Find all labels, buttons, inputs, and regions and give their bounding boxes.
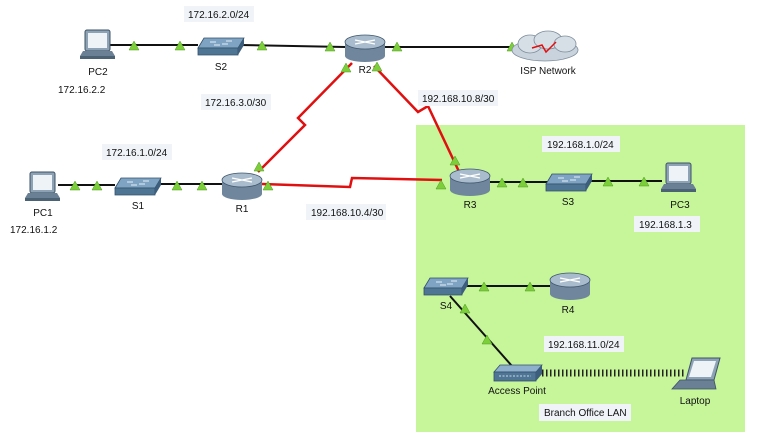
laptop-device[interactable]: Laptop — [671, 357, 721, 407]
switch-icon — [545, 173, 593, 192]
branch-office-label: Branch Office LAN — [539, 404, 631, 421]
serial-link-r1-r3[interactable] — [261, 176, 443, 189]
svg-text:192.168.10.8/30: 192.168.10.8/30 — [422, 94, 495, 105]
link-up-indicator — [449, 155, 461, 166]
r3-label: R3 — [464, 200, 477, 211]
pc3-device[interactable]: PC3 — [661, 162, 696, 211]
pc2-device[interactable]: PC2 — [80, 29, 115, 78]
link-up-indicator — [435, 179, 447, 190]
link-up-indicators — [69, 40, 650, 345]
link-up-indicator — [174, 40, 186, 51]
link-up-indicator — [324, 41, 336, 52]
ethernet-links — [58, 44, 662, 367]
link-up-indicator — [524, 281, 536, 292]
link-up-indicator — [638, 176, 650, 187]
s1-device[interactable]: S1 — [114, 177, 162, 212]
network-label-192-168-10-8: 192.168.10.8/30 — [418, 90, 498, 106]
link-up-indicator — [91, 180, 103, 191]
pc3-label: PC3 — [670, 200, 690, 211]
link-up-indicator — [481, 334, 493, 345]
network-label-172-16-3-0: 172.16.3.0/30 — [201, 94, 271, 110]
link-up-indicator — [196, 180, 208, 191]
switch-icon — [423, 277, 469, 296]
laptop-icon — [671, 357, 721, 390]
r3-device[interactable]: R3 — [449, 168, 491, 211]
link-up-indicator — [340, 62, 352, 73]
network-label-172-16-1-0: 172.16.1.0/24 — [102, 144, 172, 160]
serial-link-r1-r2[interactable] — [257, 62, 353, 173]
isp-network-label: ISP Network — [520, 66, 576, 77]
svg-text:192.168.1.3: 192.168.1.3 — [639, 220, 692, 231]
link-up-indicator — [517, 177, 529, 188]
laptop-label: Laptop — [680, 396, 711, 407]
router-icon — [221, 172, 263, 200]
s2-device[interactable]: S2 — [197, 37, 245, 73]
r4-label: R4 — [562, 305, 575, 316]
link-up-indicator — [371, 61, 383, 72]
link-up-indicator — [496, 177, 508, 188]
link-up-indicator — [128, 40, 140, 51]
network-label-192-168-10-4: 192.168.10.4/30 — [306, 204, 386, 220]
switch-icon — [114, 177, 162, 196]
isp-network-device[interactable]: ISP Network — [511, 30, 579, 77]
link-up-indicator — [478, 281, 490, 292]
network-label-172-16-2-0: 172.16.2.0/24 — [184, 6, 254, 22]
link-up-indicator — [256, 40, 268, 51]
r4-device[interactable]: R4 — [549, 272, 591, 316]
serial-link-r2-r3[interactable] — [373, 65, 464, 179]
desktop-pc-icon — [25, 171, 60, 201]
access-point-device[interactable]: Access Point — [488, 364, 546, 397]
s1-label: S1 — [132, 201, 145, 212]
serial-links — [257, 62, 464, 189]
pc2-label: PC2 — [88, 67, 108, 78]
s3-label: S3 — [562, 197, 575, 208]
pc1-ip-label: 172.16.1.2 — [10, 225, 58, 236]
network-label-192-168-1-0: 192.168.1.0/24 — [542, 136, 620, 152]
network-label-192-168-11-0: 192.168.11.0/24 — [544, 336, 624, 352]
r2-label: R2 — [359, 65, 372, 76]
svg-text:192.168.10.4/30: 192.168.10.4/30 — [311, 208, 384, 219]
s3-device[interactable]: S3 — [545, 173, 593, 208]
link-up-indicator — [602, 176, 614, 187]
link-up-indicator — [69, 180, 81, 191]
svg-text:Branch Office LAN: Branch Office LAN — [544, 408, 627, 419]
s2-label: S2 — [215, 62, 228, 73]
svg-text:192.168.11.0/24: 192.168.11.0/24 — [548, 340, 620, 351]
link-up-indicator — [391, 41, 403, 52]
s4-device[interactable]: S4 — [423, 277, 469, 312]
r1-device[interactable]: R1 — [221, 172, 263, 215]
svg-text:172.16.2.0/24: 172.16.2.0/24 — [188, 10, 250, 21]
pc3-ip-label: 192.168.1.3 — [634, 216, 700, 232]
s4-label: S4 — [440, 301, 453, 312]
access-point-icon — [493, 364, 543, 382]
router-icon — [449, 168, 491, 196]
pc1-label: PC1 — [33, 208, 53, 219]
link-up-indicator — [459, 303, 471, 314]
switch-icon — [197, 37, 245, 56]
desktop-pc-icon — [80, 29, 115, 59]
desktop-pc-icon — [661, 162, 696, 192]
pc2-ip-label: 172.16.2.2 — [58, 85, 106, 96]
link-s4-ap[interactable] — [449, 295, 513, 367]
router-icon — [344, 34, 386, 62]
link-up-indicator — [171, 180, 183, 191]
svg-text:192.168.1.0/24: 192.168.1.0/24 — [547, 140, 614, 151]
link-up-indicator — [253, 161, 265, 172]
svg-text:172.16.3.0/30: 172.16.3.0/30 — [205, 98, 267, 109]
r1-label: R1 — [236, 204, 249, 215]
r2-device[interactable]: R2 — [344, 34, 386, 76]
link-up-indicator — [262, 180, 274, 191]
pc1-device[interactable]: PC1 — [25, 171, 60, 219]
cloud-icon — [511, 30, 579, 62]
router-icon — [549, 272, 591, 300]
svg-text:172.16.1.0/24: 172.16.1.0/24 — [106, 148, 168, 159]
access-point-label: Access Point — [488, 386, 546, 397]
